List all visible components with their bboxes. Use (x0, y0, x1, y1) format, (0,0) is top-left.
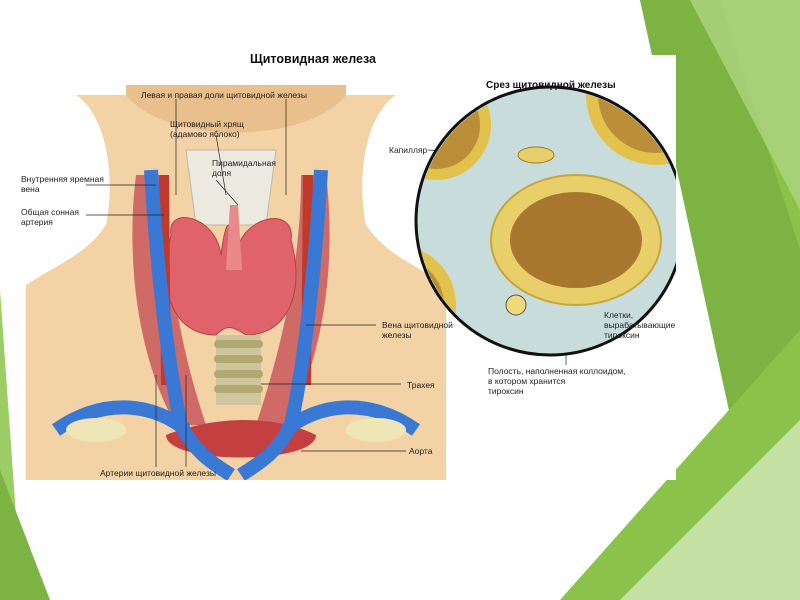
label-thyroid-vein: Вена щитовидной железы (382, 320, 453, 340)
label-cells: Клетки, вырабатывающие тироксин (604, 310, 676, 340)
label-lobes: Левая и правая доли щитовидной железы (141, 90, 307, 100)
green-stripe-bottom-light (620, 420, 800, 600)
blood-cell (505, 294, 527, 316)
clavicle-left (66, 418, 126, 442)
clavicle-right (346, 418, 406, 442)
green-stripe-right-light (690, 0, 800, 210)
jugular-vein-left (144, 169, 235, 480)
label-cavity: Полость, наполненная коллоидом, в которо… (488, 366, 626, 396)
label-pyramidal: Пирамидальная доля (212, 158, 277, 178)
thyroid-gland (165, 217, 297, 336)
anatomy-illustration (26, 85, 676, 480)
subclavian-vein-left (51, 400, 191, 436)
chin-shadow (126, 85, 346, 133)
label-jugular: Внутренняя яремная вена (21, 174, 104, 194)
trachea (214, 335, 263, 405)
label-cartilage: Щитовидный хрящ (адамово яблоко) (170, 119, 244, 139)
label-trachea: Трахея (407, 380, 435, 390)
label-arteries: Артерии щитовидной железы (100, 468, 216, 478)
colloid-cavity (510, 192, 642, 288)
label-aorta: Аорта (409, 446, 433, 456)
capillary (517, 146, 555, 164)
figure-title: Щитовидная железа (250, 52, 376, 66)
label-capillary: Капилляр (389, 145, 428, 155)
label-carotid: Общая сонная артерия (21, 207, 79, 227)
cross-section-title: Срез щитовидной железы (486, 80, 616, 91)
pyramidal-lobe (226, 205, 242, 270)
thyroid-figure: Левая и правая доли щитовидной железы Щи… (16, 55, 676, 480)
jugular-vein-right (237, 169, 328, 480)
subclavian-vein-right (281, 400, 421, 436)
green-stripe-left-bottom (0, 470, 50, 600)
